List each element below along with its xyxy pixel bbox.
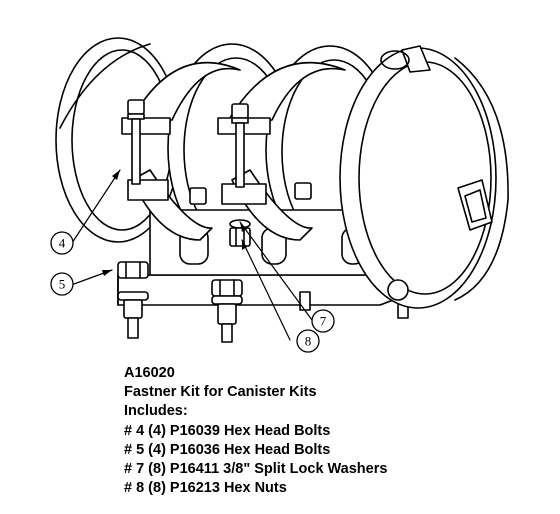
hex-head-bolt-5-left [117, 261, 149, 339]
callout-8: 8 [296, 329, 320, 353]
hex-head-bolt-5-right [211, 279, 243, 343]
hex-nut-upper-right [294, 182, 312, 200]
callout-7: 7 [311, 309, 335, 333]
leader-line-4 [71, 169, 121, 244]
leader-line-7 [239, 221, 313, 321]
hex-nut-upper-left [189, 187, 207, 205]
parts-list-item: # 8 (8) P16213 Hex Nuts [124, 480, 287, 497]
callout-4: 4 [50, 231, 74, 255]
callout-5: 5 [50, 272, 74, 296]
part-number: A16020 [124, 365, 175, 381]
callout-4-label: 4 [59, 236, 66, 251]
parts-list-item: # 4 (4) P16039 Hex Head Bolts [124, 422, 331, 439]
callout-5-label: 5 [59, 277, 66, 292]
canister-end-cap [339, 45, 509, 309]
parts-list-item: # 5 (4) P16036 Hex Head Bolts [124, 441, 331, 458]
callout-7-label: 7 [320, 314, 327, 329]
hex-nut-8 [229, 227, 251, 247]
kit-description: Fastner Kit for Canister Kits [124, 384, 317, 401]
pull-ring [380, 50, 410, 70]
hex-head-bolt-4-left [127, 99, 145, 185]
callout-8-label: 8 [305, 334, 312, 349]
lock-washer-7 [229, 219, 251, 229]
canister-clamp-assembly-drawing: 4 5 7 8 [50, 37, 509, 353]
band-lug-left-top [121, 117, 171, 135]
parts-caption: A16020 Fastner Kit for Canister Kits Inc… [124, 364, 387, 498]
parts-list-item: # 7 (8) P16411 3/8" Split Lock Washers [124, 461, 388, 478]
band-lug-left-bottom [127, 179, 169, 201]
leader-line-8 [241, 239, 291, 341]
latch-handle [457, 179, 493, 231]
includes-label: Includes: [124, 403, 188, 420]
hex-head-bolt-4-right [231, 103, 249, 188]
small-screw-middle [299, 291, 311, 311]
